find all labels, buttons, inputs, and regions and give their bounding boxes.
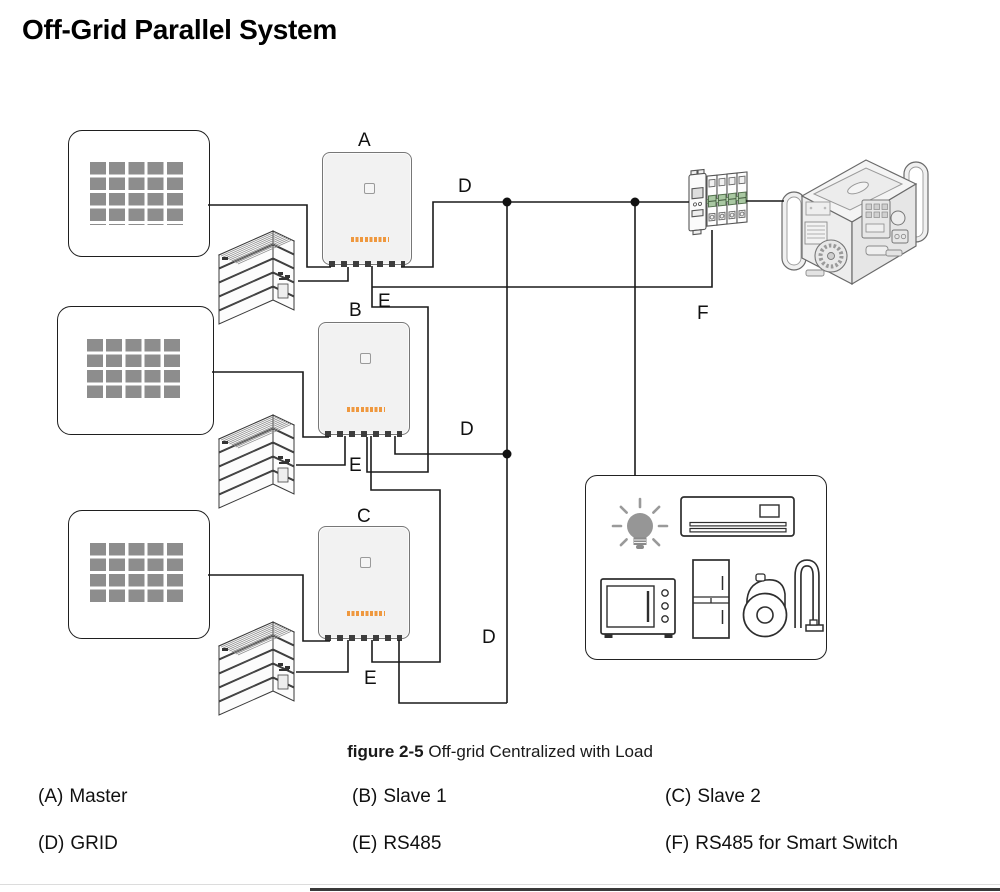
legend-item-c: (C)Slave 2 — [665, 786, 761, 808]
legend-key: (E) — [352, 833, 378, 854]
battery-connector — [222, 441, 290, 464]
brand-mark — [347, 407, 385, 412]
label-rs485-wire-3: E — [364, 668, 377, 689]
label-smart-switch-wire: F — [697, 303, 709, 324]
generator-grill — [804, 221, 828, 245]
inverter-ports — [329, 261, 405, 267]
generator-foot — [805, 269, 825, 277]
battery-label-plate — [277, 467, 289, 483]
legend-label: Slave 2 — [697, 786, 761, 807]
legend-key: (A) — [38, 786, 64, 807]
legend-item-e: (E)RS485 — [352, 833, 441, 855]
legend-label: RS485 for Smart Switch — [695, 833, 899, 854]
battery-stack-2 — [217, 414, 296, 509]
figure-title: Off-grid Centralized with Load — [428, 742, 653, 761]
next-section-edge — [310, 888, 1000, 891]
figure-number: figure 2-5 — [347, 742, 424, 761]
solar-cell-grid — [90, 162, 186, 225]
generator-side-vent — [805, 201, 831, 216]
label-grid-wire-2: D — [460, 419, 474, 440]
inverter-c-slave2 — [318, 526, 410, 641]
page-title: Off-Grid Parallel System — [22, 14, 337, 45]
inverter-indicator — [360, 557, 371, 568]
generator-control-panel — [861, 199, 891, 239]
battery-label-plate — [277, 674, 289, 690]
figure-caption: figure 2-5 Off-grid Centralized with Loa… — [0, 742, 1000, 762]
wire-grid-inverter-a — [401, 201, 689, 268]
generator-icon — [781, 159, 929, 286]
generator-knob — [890, 210, 906, 226]
inverter-a-master — [322, 152, 412, 267]
wire-battery-to-inverter-a — [298, 267, 349, 282]
solar-panel-2 — [57, 306, 214, 435]
generator-fan — [814, 239, 848, 273]
junction-dots — [502, 197, 640, 459]
breaker-tie-bar — [706, 195, 748, 205]
brand-mark — [347, 611, 385, 616]
inverter-indicator — [360, 353, 371, 364]
wire-battery-to-inverter-c — [296, 640, 349, 673]
battery-stack-3 — [217, 621, 296, 716]
legend-key: (F) — [665, 833, 690, 854]
circuit-breaker-icon — [688, 168, 748, 236]
footer-divider — [0, 884, 1000, 885]
label-rs485-wire-2: E — [349, 455, 362, 476]
legend-key: (B) — [352, 786, 378, 807]
label-inverter-c: C — [357, 506, 371, 527]
label-grid-wire-1: D — [458, 176, 472, 197]
wire-grid-inverter-b — [394, 436, 507, 455]
solar-cell-grid — [90, 543, 186, 605]
solar-cell-grid — [87, 339, 183, 401]
label-rs485-wire-1: E — [378, 291, 391, 312]
battery-label-plate — [277, 283, 289, 299]
light-bulb-icon — [611, 497, 669, 549]
legend-label: GRID — [70, 833, 118, 854]
wire-grid-inverter-c — [398, 640, 507, 704]
generator-foot — [885, 249, 903, 257]
legend-label: Slave 1 — [383, 786, 447, 807]
battery-stack-1 — [217, 230, 296, 325]
wire-rs485-smart-switch — [372, 230, 713, 288]
wire-battery-to-inverter-b — [296, 436, 346, 466]
legend-label: Master — [69, 786, 128, 807]
inverter-b-slave1 — [318, 322, 410, 437]
generator-fill-cap — [847, 181, 869, 195]
inverter-ports — [325, 431, 403, 437]
inverter-ports — [325, 635, 403, 641]
microwave-icon — [600, 578, 676, 638]
label-inverter-a: A — [358, 130, 371, 151]
inverter-indicator — [364, 183, 375, 194]
brand-mark — [351, 237, 389, 242]
vacuum-cleaner-icon — [742, 559, 824, 638]
refrigerator-icon — [692, 559, 730, 639]
legend-item-a: (A)Master — [38, 786, 127, 808]
label-grid-wire-3: D — [482, 627, 496, 648]
generator-outlet-panel — [891, 229, 909, 244]
label-inverter-b: B — [349, 300, 362, 321]
legend-item-f: (F)RS485 for Smart Switch — [665, 833, 898, 855]
solar-panel-1 — [68, 130, 210, 257]
legend-item-d: (D)GRID — [38, 833, 118, 855]
legend-key: (D) — [38, 833, 65, 854]
solar-panel-3 — [68, 510, 210, 639]
generator-handle-slot — [865, 245, 889, 256]
legend-label: RS485 — [383, 833, 442, 854]
legend-item-b: (B)Slave 1 — [352, 786, 447, 808]
legend-key: (C) — [665, 786, 692, 807]
air-conditioner-icon — [680, 496, 795, 537]
battery-connector — [222, 648, 290, 671]
household-loads-box — [585, 475, 827, 660]
